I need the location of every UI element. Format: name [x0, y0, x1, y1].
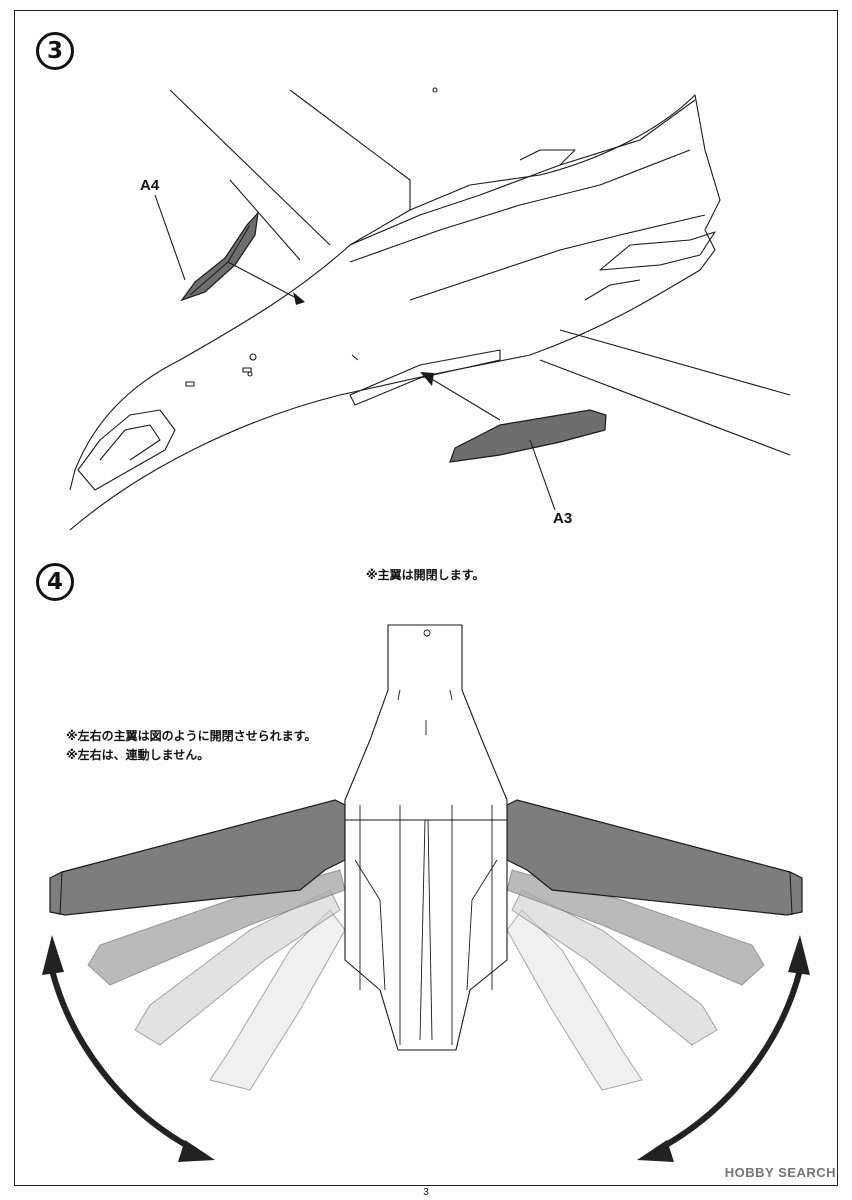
- page-frame: [14, 10, 838, 1186]
- right-rotation-arrow: [655, 969, 803, 1153]
- step-3-number: 3: [46, 38, 63, 64]
- right-wing-dark: [506, 799, 803, 916]
- step-4-number: 4: [46, 569, 63, 595]
- fuselage-outline: [69, 94, 721, 531]
- left-wing-dark: [49, 799, 346, 916]
- left-arrow-head-top: [42, 935, 64, 975]
- step-3-illustration: [69, 87, 791, 531]
- part-a4-shape: [180, 211, 259, 302]
- right-arrow-head-bottom: [637, 1140, 674, 1162]
- left-rotation-arrow: [49, 969, 197, 1153]
- step-4-fuselage: [344, 624, 508, 1051]
- wing-open-close-note: ※主翼は開閉します。: [366, 568, 485, 582]
- label-a4: A4: [140, 177, 160, 194]
- page-number: 3: [423, 1187, 429, 1198]
- wing-note-line-1: ※左右の主翼は図のように開閉させられます。: [66, 729, 317, 743]
- left-arrow-head-bottom: [178, 1140, 215, 1162]
- wing-note-line-2: ※左右は、連動しません。: [66, 748, 210, 762]
- step-3-badge: 3: [36, 32, 74, 70]
- right-arrow-head-top: [788, 935, 810, 975]
- watermark: HOBBY SEARCH: [724, 1165, 836, 1180]
- part-a3-shape: [449, 409, 607, 463]
- label-a3: A3: [553, 510, 573, 527]
- step-4-badge: 4: [36, 563, 74, 601]
